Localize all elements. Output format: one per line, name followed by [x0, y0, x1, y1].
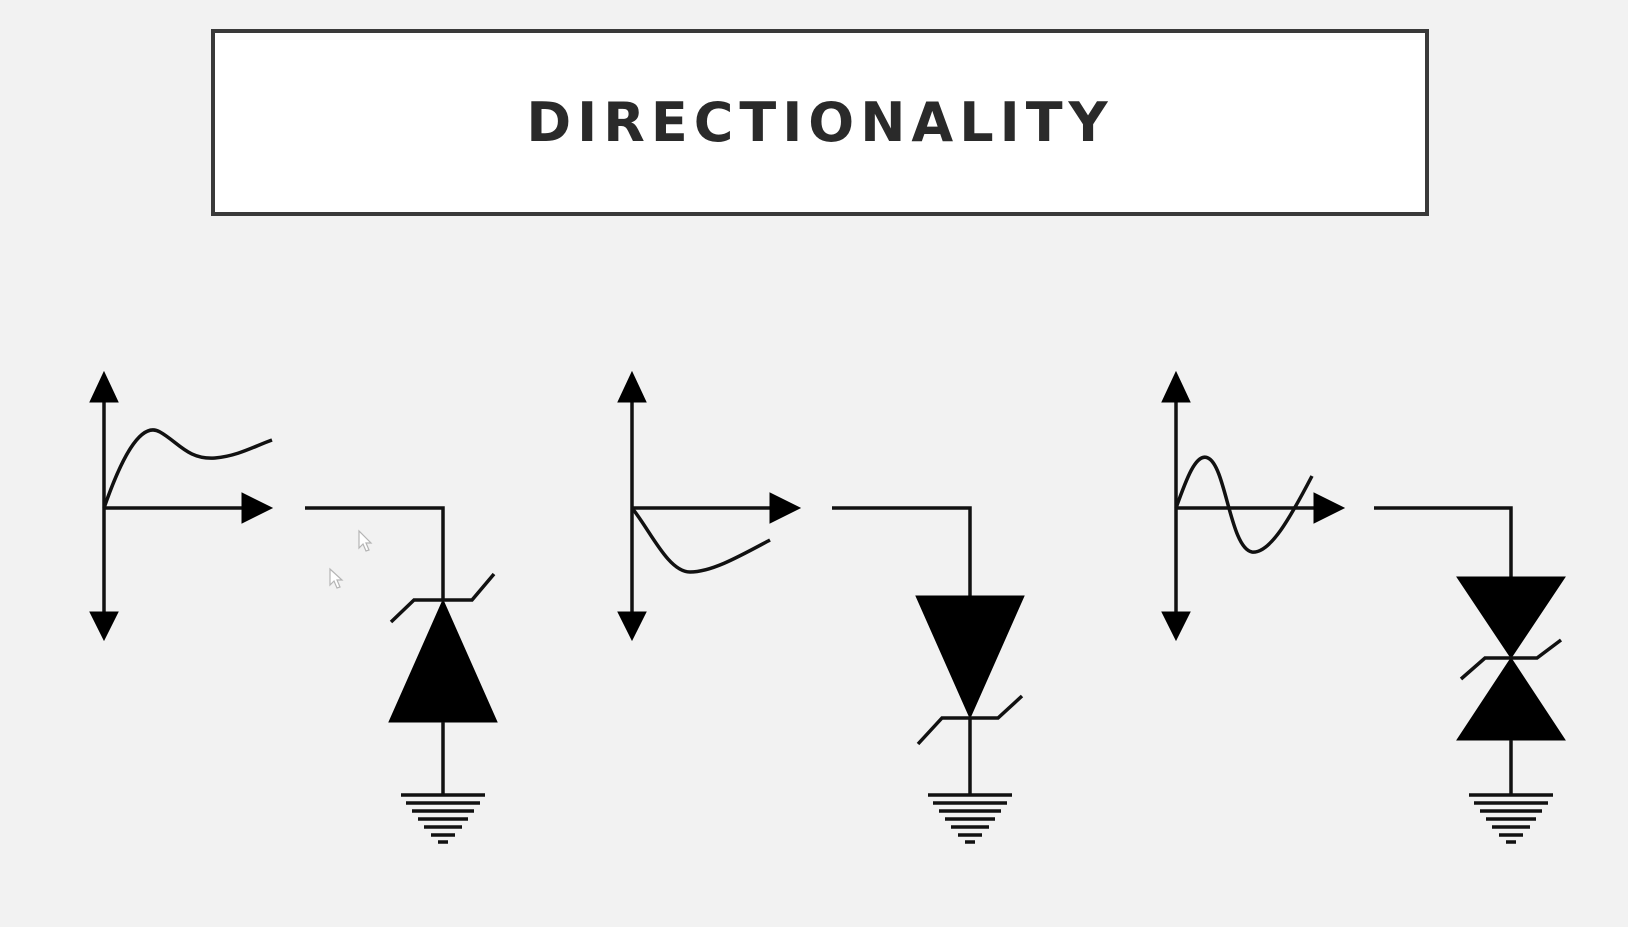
graph-1-x-axis-arrow — [241, 492, 274, 524]
graph-3-x-axis-arrow — [1313, 492, 1346, 524]
slide-title: DIRECTIONALITY — [526, 91, 1114, 154]
graph-1-y-axis-down-arrow — [89, 611, 119, 642]
ground-2-icon — [928, 793, 1012, 844]
panel-1-waveform-graph — [89, 370, 274, 642]
zener-2-diode-triangle — [915, 595, 1025, 720]
tvs-center-bar — [1459, 638, 1563, 681]
graph-2-y-axis-down-arrow — [617, 611, 647, 642]
graph-3-y-axis-up-arrow — [1161, 370, 1191, 403]
graph-1-y-axis-up-arrow — [89, 370, 119, 403]
panel-3-bidirectional-tvs-circuit — [1374, 506, 1566, 844]
graph-1-positive-overshoot-curve — [102, 428, 273, 509]
mouse-cursor-icon — [358, 529, 373, 552]
zener-1-cathode-bar — [389, 572, 496, 624]
panel-3-waveform-graph — [1161, 370, 1346, 642]
panel-1-zener-circuit — [305, 506, 498, 844]
zener-1-diode-triangle — [388, 598, 498, 723]
panel-2-zener-circuit — [832, 506, 1025, 844]
circuit-2-signal-wire — [832, 506, 972, 596]
title-box: DIRECTIONALITY — [211, 29, 1429, 216]
panel-2-waveform-graph — [617, 370, 802, 642]
graph-3-oscillation-curve — [1174, 455, 1314, 554]
graph-2-x-axis-arrow — [769, 492, 802, 524]
mouse-cursor-ghost-icon — [329, 567, 344, 589]
graph-2-y-axis-up-arrow — [617, 370, 647, 403]
graph-2-negative-dip-curve — [630, 506, 771, 574]
circuit-1-signal-wire — [305, 506, 445, 600]
ground-1-icon — [401, 793, 485, 844]
tvs-upper-triangle — [1456, 576, 1566, 659]
graph-3-y-axis-down-arrow — [1161, 611, 1191, 642]
circuit-3-signal-wire — [1374, 506, 1513, 577]
ground-3-icon — [1469, 793, 1553, 844]
